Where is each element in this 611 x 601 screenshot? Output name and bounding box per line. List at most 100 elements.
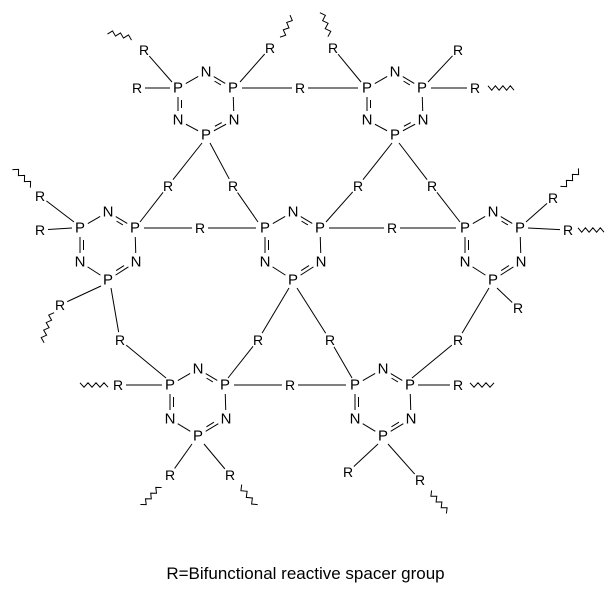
bond-line <box>205 423 219 432</box>
spacer-group-r: R <box>35 188 45 204</box>
bond-line <box>374 123 388 132</box>
bond-line <box>402 123 416 132</box>
wavy-chain-line <box>469 382 495 388</box>
phosphorus-atom: P <box>260 220 270 237</box>
bond-line <box>116 220 124 226</box>
nitrogen-atom: N <box>350 411 361 428</box>
phosphorus-atom: P <box>173 80 183 97</box>
bond-line <box>427 55 453 83</box>
phosphorus-atom: P <box>460 220 470 237</box>
phosphorus-atom: P <box>165 377 175 394</box>
spacer-group-r: R <box>225 467 235 483</box>
nitrogen-atom: N <box>516 254 527 271</box>
nitrogen-atom: N <box>165 411 176 428</box>
wavy-chain-line <box>140 486 162 506</box>
bond-line <box>115 266 129 276</box>
phosphorus-atom: P <box>362 80 372 97</box>
phosphorus-atom: P <box>350 377 360 394</box>
spacer-group-r: R <box>353 178 363 194</box>
bond-line <box>333 346 353 379</box>
bond-line <box>300 216 313 224</box>
spacer-group-r: R <box>513 300 523 316</box>
bond-line <box>115 265 125 271</box>
bond-line <box>174 443 193 469</box>
nitrogen-atom: N <box>260 254 271 271</box>
nitrogen-atom: N <box>488 204 499 221</box>
wavy-chain-line <box>487 85 515 91</box>
phosphorus-atom: P <box>390 127 400 144</box>
spacer-group-r: R <box>563 222 573 238</box>
bond-line <box>296 287 327 334</box>
nitrogen-atom: N <box>418 112 429 129</box>
bond-line <box>500 266 514 276</box>
wavy-chain-line <box>560 168 580 188</box>
bond-line <box>177 423 191 432</box>
bond-line <box>185 123 199 132</box>
bond-line <box>177 373 191 381</box>
spacer-group-r: R <box>132 80 142 96</box>
bond-line <box>206 421 215 428</box>
spacer-group-r: R <box>470 80 480 96</box>
phosphorus-atom: P <box>193 428 203 445</box>
nitrogen-atom: N <box>221 411 232 428</box>
wavy-chain-line <box>279 14 293 38</box>
bond-line <box>436 192 461 223</box>
spacer-group-r: R <box>163 178 173 194</box>
bond-line <box>239 53 266 83</box>
spacer-group-r: R <box>387 220 397 236</box>
phosphorus-atom: P <box>405 377 415 394</box>
bond-lines <box>46 53 561 475</box>
bond-line <box>403 80 411 86</box>
phosphorus-atom: P <box>417 80 427 97</box>
wavy-chain-line <box>40 312 55 343</box>
bond-line <box>500 216 513 224</box>
spacer-group-r: R <box>453 42 463 58</box>
bond-line <box>353 443 379 467</box>
nitrogen-atom: N <box>131 254 142 271</box>
bond-line <box>527 227 561 231</box>
bond-line <box>87 216 101 224</box>
bond-line <box>213 123 227 132</box>
wavy-chain-line <box>107 30 132 41</box>
bond-line <box>227 345 254 379</box>
bond-line <box>148 55 173 83</box>
spacer-group-r: R <box>139 42 149 58</box>
spacer-group-r: R <box>548 190 558 206</box>
nitrogen-atom: N <box>288 204 299 221</box>
bond-line <box>272 216 286 224</box>
bond-line <box>501 220 509 226</box>
bond-line <box>185 76 199 84</box>
phosphorus-atom: P <box>315 220 325 237</box>
spacer-group-r: R <box>328 40 338 56</box>
spacer-group-r: R <box>453 377 463 393</box>
nitrogen-atom: N <box>103 204 114 221</box>
bond-line <box>390 373 403 381</box>
spacer-group-r: R <box>113 377 123 393</box>
bond-line <box>115 216 128 224</box>
bond-line <box>411 344 453 379</box>
bond-line <box>139 192 164 223</box>
bond-line <box>402 76 415 84</box>
phosphorus-atom: P <box>378 428 388 445</box>
bond-line <box>87 266 101 276</box>
bond-line <box>390 423 404 432</box>
spacer-group-r: R <box>253 332 263 348</box>
bond-line <box>172 142 203 181</box>
legend-caption: R=Bifunctional reactive spacer group <box>166 564 445 583</box>
nitrogen-atom: N <box>362 112 373 129</box>
wavy-chain-line <box>319 12 332 37</box>
phosphorus-atom: P <box>228 80 238 97</box>
wavy-chain-line <box>12 168 32 188</box>
bond-line <box>67 285 102 303</box>
nitrogen-atom: N <box>406 411 417 428</box>
bond-line <box>203 443 226 470</box>
bond-line <box>337 53 362 83</box>
spacer-group-r: R <box>325 332 335 348</box>
bond-line <box>272 266 286 276</box>
bond-line <box>125 344 167 379</box>
bond-line <box>213 76 226 84</box>
bond-line <box>391 421 400 428</box>
bond-line <box>525 202 548 223</box>
